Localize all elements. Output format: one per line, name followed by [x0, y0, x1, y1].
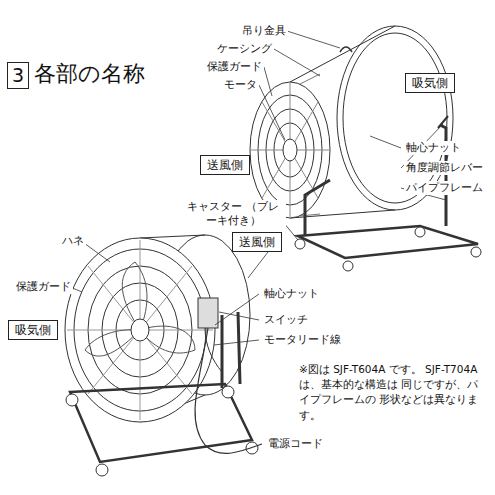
lower-fan [65, 235, 268, 476]
part-name: 吊り金具 [240, 24, 288, 38]
side-tag: 吸気側 [8, 320, 58, 340]
upper-fan [250, 26, 481, 271]
side-tag: 送風側 [200, 155, 250, 175]
node-text: 吸気側 [15, 323, 51, 337]
part-name: ハネ [60, 234, 86, 248]
part-name: 電源コード [266, 437, 325, 451]
part-name: スイッチ [262, 313, 310, 327]
part-name: モータリード線 [262, 333, 343, 347]
part-name: モータ [222, 78, 259, 92]
node-text: 送風側 [207, 158, 243, 172]
part-name: 保護ガード [205, 60, 264, 74]
node-text: 3 [12, 64, 24, 86]
page-heading: 各部の名称 [34, 62, 145, 86]
side-tag: 吸気側 [405, 73, 455, 93]
part-name: 保護ガード [14, 280, 73, 294]
part-name: パイプフレーム [404, 181, 485, 195]
part-name: 軸心ナット [262, 287, 321, 301]
node-text: 吸気側 [412, 76, 448, 90]
section-number-box: 3 [7, 62, 29, 89]
part-name: 角度調節レバー [404, 161, 485, 175]
part-name: キャスター （ブレーキ付き） [180, 200, 286, 228]
node-text: 送風側 [239, 235, 275, 249]
part-name: ケーシング [215, 42, 274, 56]
part-name: 軸心ナット [404, 141, 463, 155]
side-tag: 送風側 [232, 232, 282, 252]
note-text: ※図は SJF-T604A です。 SJF-T704A は、基本的な構造は 同じ… [297, 362, 491, 423]
